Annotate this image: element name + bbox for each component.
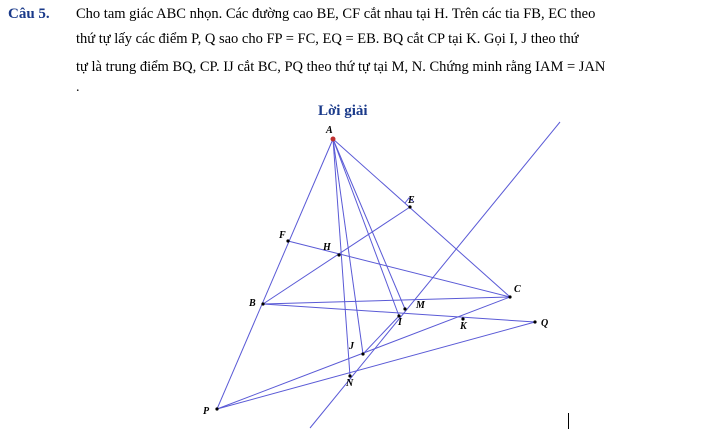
text-cursor: [568, 413, 569, 429]
label-b: B: [248, 298, 256, 309]
side-ac: [332, 138, 511, 298]
solution-title: Lời giải: [318, 103, 368, 119]
label-a: A: [325, 125, 333, 136]
segment-ai: [332, 138, 400, 317]
point-f: [286, 239, 290, 243]
point-m: [403, 307, 407, 311]
figure-labels: A B C E F H I J K M N P Q: [203, 125, 548, 417]
point-k: [461, 317, 465, 321]
point-c: [508, 295, 512, 299]
point-e: [408, 205, 412, 209]
label-h: H: [322, 242, 332, 253]
problem-statement: Câu 5. Cho tam giác ABC nhọn. Các đường …: [0, 0, 725, 100]
figure-lines: [216, 121, 561, 429]
point-a: [330, 136, 336, 142]
point-b: [261, 302, 265, 306]
label-p: P: [203, 406, 210, 417]
segment-bq: [262, 303, 536, 323]
segment-an: [332, 138, 351, 377]
segment-pq: [216, 321, 536, 410]
segment-am: [332, 138, 406, 310]
problem-line-3: tự là trung điểm BQ, CP. IJ cắt BC, PQ t…: [76, 59, 606, 75]
problem-line-1: Cho tam giác ABC nhọn. Các đường cao BE,…: [76, 6, 596, 22]
segment-ji: [362, 315, 400, 355]
point-p: [215, 407, 219, 411]
point-q: [533, 320, 537, 324]
label-f: F: [278, 230, 286, 241]
trailing-dot: .: [76, 80, 80, 95]
label-e: E: [407, 195, 415, 206]
point-n: [348, 374, 352, 378]
label-m: M: [415, 300, 426, 311]
line-ijmn-extended: [309, 121, 561, 429]
problem-line-2: thứ tự lấy các điểm P, Q sao cho FP = FC…: [76, 31, 579, 47]
label-i: I: [397, 317, 403, 328]
point-i: [397, 314, 401, 318]
point-j: [361, 352, 365, 356]
label-k: K: [459, 321, 468, 332]
point-h: [337, 253, 341, 257]
label-n: N: [345, 378, 354, 389]
label-j: J: [348, 341, 355, 352]
altitude-cf: [287, 240, 511, 298]
question-number: Câu 5.: [8, 6, 50, 22]
label-q: Q: [541, 318, 548, 329]
figure-points: [215, 136, 537, 411]
label-c: C: [514, 284, 521, 295]
right-angle-mark-e: [404, 197, 415, 204]
segment-aj: [332, 138, 364, 355]
side-ap: [216, 138, 334, 410]
side-bc: [262, 296, 511, 305]
altitude-be: [262, 206, 411, 305]
